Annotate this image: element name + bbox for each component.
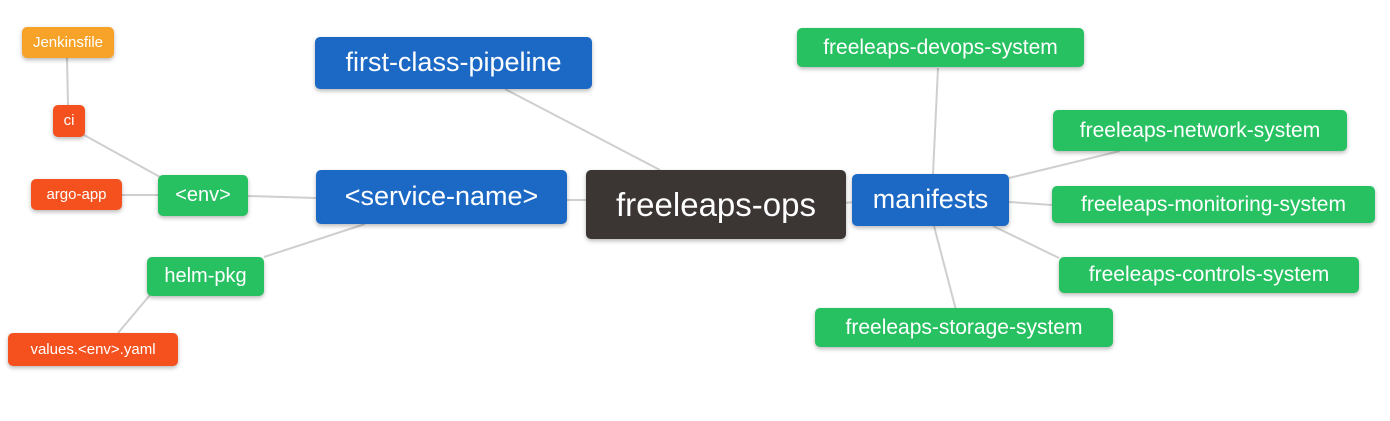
node-label: freeleaps-storage-system (845, 315, 1083, 339)
edge-jenkinsfile-ci (66, 57, 69, 106)
node-label: first-class-pipeline (345, 47, 562, 77)
edge-first-class-pipeline-freeleaps-ops (504, 88, 661, 171)
node-manifests[interactable]: manifests (852, 174, 1009, 226)
node-jenkinsfile[interactable]: Jenkinsfile (22, 27, 114, 58)
node-first-class-pipeline[interactable]: first-class-pipeline (315, 37, 592, 89)
node-values-env-yaml[interactable]: values.<env>.yaml (8, 333, 178, 366)
node-devops-system[interactable]: freeleaps-devops-system (797, 28, 1084, 67)
edge-helm-pkg-service-name (263, 223, 366, 258)
node-env[interactable]: <env> (158, 175, 248, 216)
edge-ci-env (83, 134, 161, 178)
edge-manifests-storage-system (933, 225, 957, 311)
node-monitoring-system[interactable]: freeleaps-monitoring-system (1052, 186, 1375, 223)
node-argo-app[interactable]: argo-app (31, 179, 122, 210)
node-service-name[interactable]: <service-name> (316, 170, 567, 224)
node-label: freeleaps-devops-system (823, 35, 1058, 59)
node-label: ci (63, 112, 75, 129)
node-label: manifests (872, 184, 989, 214)
edge-env-service-name (247, 195, 317, 199)
node-label: values.<env>.yaml (30, 340, 156, 358)
node-label: argo-app (46, 185, 107, 203)
node-label: <service-name> (344, 181, 539, 211)
node-label: freeleaps-network-system (1079, 118, 1321, 142)
node-freeleaps-ops[interactable]: freeleaps-ops (586, 170, 846, 239)
edge-values-env-yaml-helm-pkg (117, 294, 151, 334)
edge-manifests-network-system (1008, 150, 1121, 179)
edge-manifests-devops-system (932, 67, 939, 175)
node-label: freeleaps-monitoring-system (1081, 192, 1346, 216)
node-network-system[interactable]: freeleaps-network-system (1053, 110, 1347, 151)
edge-manifests-controls-system (992, 225, 1060, 259)
node-label: Jenkinsfile (32, 33, 104, 51)
node-label: freeleaps-ops (616, 185, 816, 223)
node-controls-system[interactable]: freeleaps-controls-system (1059, 257, 1359, 293)
node-label: helm-pkg (164, 265, 247, 287)
node-label: freeleaps-controls-system (1088, 263, 1330, 286)
node-label: <env> (175, 184, 231, 206)
node-ci[interactable]: ci (53, 105, 85, 137)
edge-manifests-monitoring-system (1008, 201, 1053, 206)
node-helm-pkg[interactable]: helm-pkg (147, 257, 264, 296)
node-storage-system[interactable]: freeleaps-storage-system (815, 308, 1113, 347)
